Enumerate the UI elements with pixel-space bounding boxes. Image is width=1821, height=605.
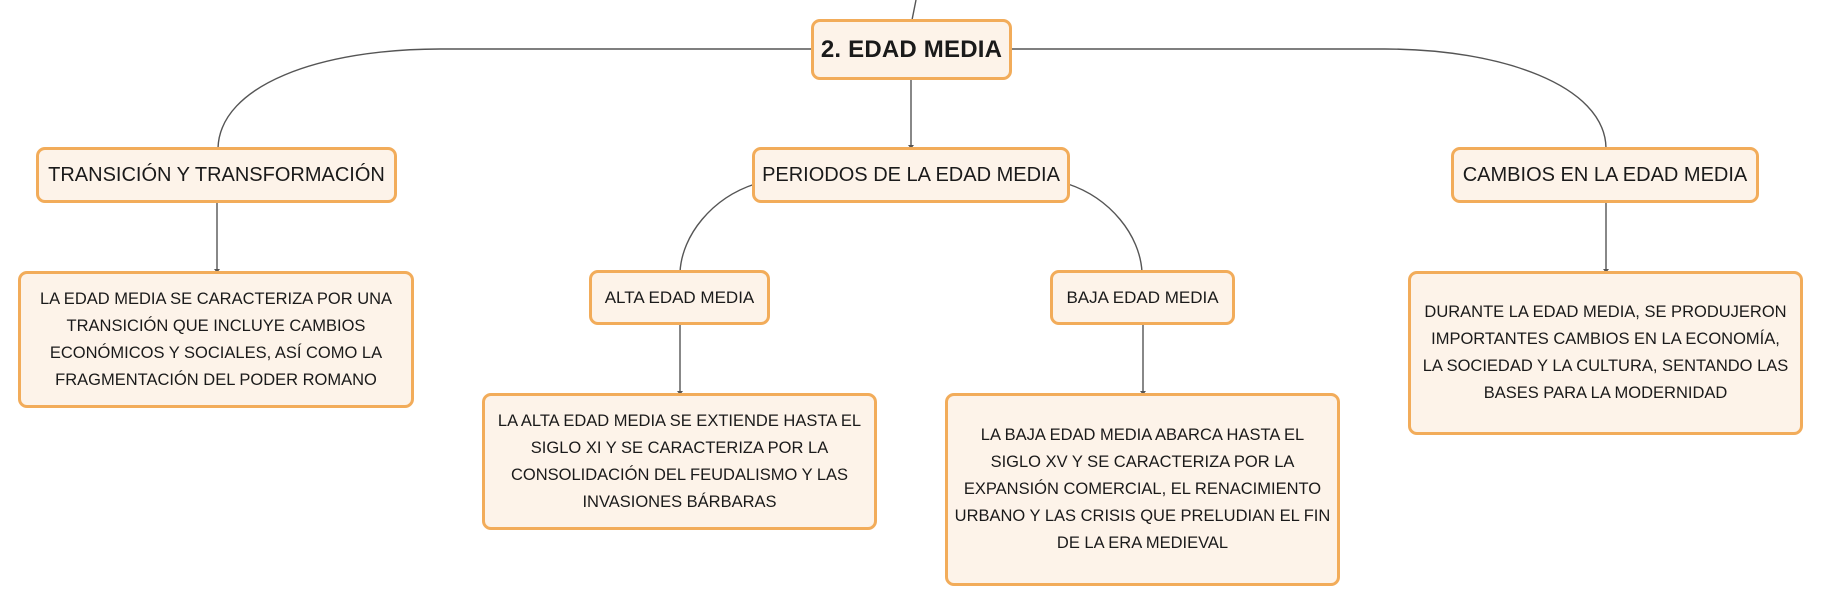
connector-root-to-cambios bbox=[1010, 48, 1607, 149]
detail-node-transicion[interactable]: LA EDAD MEDIA SE CARACTERIZA POR UNA TRA… bbox=[18, 271, 414, 408]
detail-node-alta[interactable]: LA ALTA EDAD MEDIA SE EXTIENDE HASTA EL … bbox=[482, 393, 877, 530]
subtopic-node-baja[interactable]: BAJA EDAD MEDIA bbox=[1050, 270, 1235, 325]
topic-node-label: CAMBIOS EN LA EDAD MEDIA bbox=[1462, 163, 1748, 186]
topic-node-transicion[interactable]: TRANSICIÓN Y TRANSFORMACIÓN bbox=[36, 147, 397, 203]
root-node-label: 2. EDAD MEDIA bbox=[820, 35, 1003, 63]
subtopic-node-label: BAJA EDAD MEDIA bbox=[1066, 287, 1219, 307]
detail-node-text: DURANTE LA EDAD MEDIA, SE PRODUJERON IMP… bbox=[1422, 303, 1789, 402]
connector-root-to-transicion bbox=[217, 48, 812, 149]
root-node[interactable]: 2. EDAD MEDIA bbox=[811, 19, 1012, 80]
detail-node-text: LA ALTA EDAD MEDIA SE EXTIENDE HASTA EL … bbox=[497, 411, 862, 511]
topic-node-label: PERIODOS DE LA EDAD MEDIA bbox=[762, 163, 1060, 186]
subtopic-node-label: ALTA EDAD MEDIA bbox=[604, 287, 755, 307]
detail-node-baja[interactable]: LA BAJA EDAD MEDIA ABARCA HASTA EL SIGLO… bbox=[945, 393, 1340, 586]
subtopic-node-alta[interactable]: ALTA EDAD MEDIA bbox=[589, 270, 770, 325]
topic-node-periodos[interactable]: PERIODOS DE LA EDAD MEDIA bbox=[752, 147, 1070, 203]
detail-node-text: LA EDAD MEDIA SE CARACTERIZA POR UNA TRA… bbox=[39, 289, 393, 389]
connector-parent-to-root bbox=[911, 0, 917, 21]
topic-node-cambios[interactable]: CAMBIOS EN LA EDAD MEDIA bbox=[1451, 147, 1759, 203]
detail-node-text: LA BAJA EDAD MEDIA ABARCA HASTA EL SIGLO… bbox=[954, 426, 1331, 552]
detail-node-cambios[interactable]: DURANTE LA EDAD MEDIA, SE PRODUJERON IMP… bbox=[1408, 271, 1803, 435]
connector-periodos-to-alta bbox=[679, 183, 756, 273]
connector-periodos-to-baja bbox=[1067, 183, 1143, 273]
topic-node-label: TRANSICIÓN Y TRANSFORMACIÓN bbox=[48, 163, 385, 186]
